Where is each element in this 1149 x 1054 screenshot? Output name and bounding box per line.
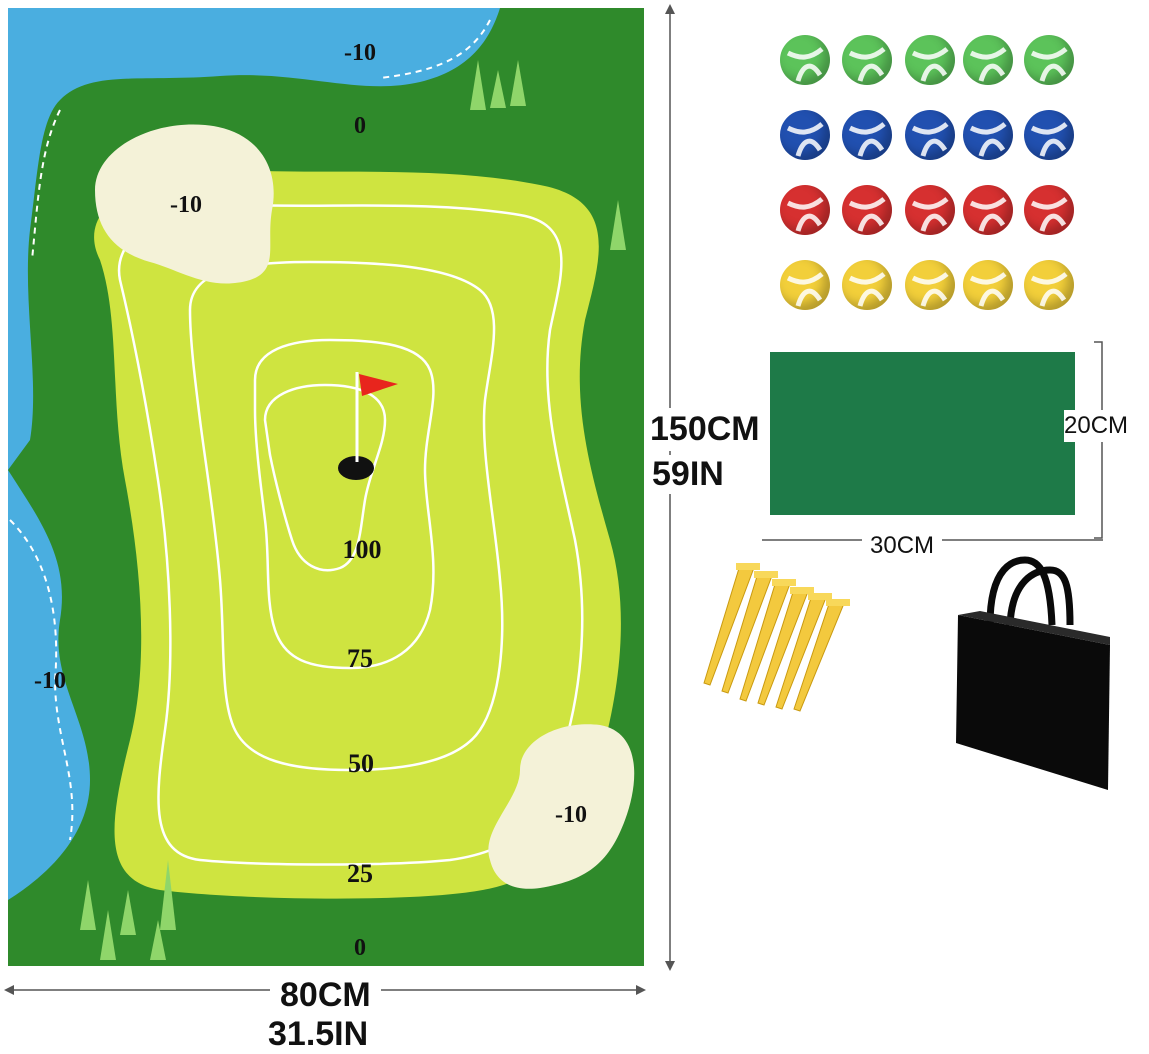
score-bottom-bunker: -10	[555, 802, 587, 828]
ground-stakes	[703, 563, 850, 712]
sticky-ball	[842, 260, 892, 310]
sticky-ball	[780, 35, 830, 85]
score-100: 100	[343, 535, 382, 564]
score-top-zero: 0	[354, 113, 366, 139]
sticky-ball	[963, 185, 1013, 235]
water-edge-line	[31, 19, 491, 261]
pad-height-label: 20CM	[1064, 410, 1129, 442]
contour-ring-50	[188, 260, 504, 772]
tree-cluster	[80, 60, 626, 960]
sticky-ball	[1024, 110, 1074, 160]
golf-hole	[338, 456, 374, 480]
sticky-ball	[1024, 35, 1074, 85]
sticky-ball	[905, 260, 955, 310]
sticky-ball	[905, 110, 955, 160]
width-label-cm: 80CM	[270, 976, 381, 1015]
sticky-ball	[963, 260, 1013, 310]
width-label-in: 31.5IN	[268, 1015, 369, 1053]
sticky-ball	[905, 35, 955, 85]
sand-bunker-top	[95, 124, 274, 284]
sticky-ball	[780, 185, 830, 235]
height-label-cm: 150CM	[650, 408, 760, 451]
sticky-ball	[780, 260, 830, 310]
score-left-water: -10	[34, 668, 66, 694]
score-bottom-zero: 0	[354, 935, 366, 961]
sticky-ball	[963, 35, 1013, 85]
golf-mat: -10 0 -10 100 75 50 25 -10 -10 0	[8, 8, 644, 966]
contour-ring-75	[253, 338, 435, 670]
sticky-ball	[1024, 260, 1074, 310]
red-flag-icon	[359, 374, 398, 396]
sticky-ball	[780, 110, 830, 160]
sand-bunker-bottom	[488, 724, 635, 889]
height-label-in: 59IN	[652, 455, 724, 494]
sticky-ball	[842, 110, 892, 160]
score-25: 25	[347, 859, 373, 888]
sticky-ball	[963, 110, 1013, 160]
sticky-ball	[1024, 185, 1074, 235]
water-edge-line	[9, 519, 74, 841]
score-top-water: -10	[344, 40, 376, 66]
fairway-green	[94, 169, 621, 899]
sticky-ball	[905, 185, 955, 235]
score-75: 75	[347, 644, 373, 673]
water-hazard-left	[8, 470, 90, 900]
score-top-bunker: -10	[170, 192, 202, 218]
contour-ring-100	[263, 383, 387, 572]
carry-bag-icon	[956, 556, 1110, 790]
sticky-ball	[842, 185, 892, 235]
sticky-ball	[842, 35, 892, 85]
score-50: 50	[348, 749, 374, 778]
water-hazard-top	[8, 8, 500, 470]
pad-width-label: 30CM	[862, 532, 943, 560]
target-pad	[770, 352, 1075, 515]
